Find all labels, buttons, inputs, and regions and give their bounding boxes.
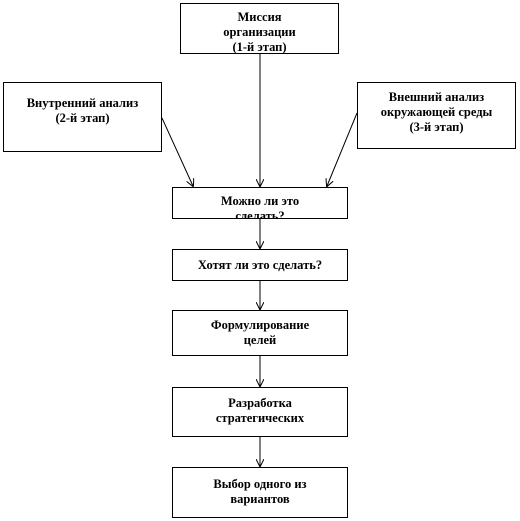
- mission-label: Миссия организации (1-й этап): [223, 10, 296, 54]
- external-analysis-label: Внешний анализ окружающей среды (3-й эта…: [380, 90, 493, 134]
- external-analysis-box: Внешний анализ окружающей среды (3-й эта…: [357, 82, 516, 149]
- want-do-label: Хотят ли это сделать?: [197, 258, 323, 272]
- strategies-label: Разработка стратегических: [215, 396, 305, 425]
- internal-analysis-box: Внутренний анализ (2-й этап): [3, 82, 162, 152]
- internal-analysis-label: Внутренний анализ (2-й этап): [26, 96, 139, 125]
- arrow-internal-to-can-do: [161, 117, 193, 186]
- can-do-label: Можно ли это сделать?: [220, 194, 300, 219]
- goals-box: Формулирование целей: [172, 310, 348, 356]
- choice-label: Выбор одного из вариантов: [213, 477, 307, 506]
- mission-box: Миссия организации (1-й этап): [180, 3, 339, 54]
- goals-label: Формулирование целей: [210, 318, 310, 347]
- can-do-box: Можно ли это сделать?: [172, 187, 348, 219]
- want-do-box: Хотят ли это сделать?: [172, 249, 348, 281]
- choice-box: Выбор одного из вариантов: [172, 467, 348, 518]
- strategies-box: Разработка стратегических: [172, 387, 348, 437]
- arrow-external-to-can-do: [327, 112, 358, 186]
